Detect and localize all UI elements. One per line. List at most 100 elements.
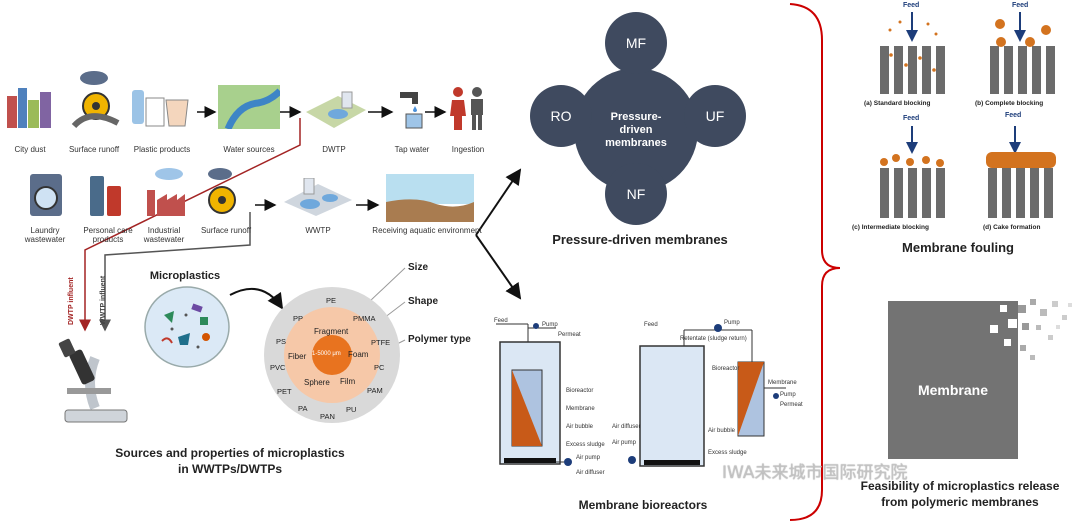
mbr-title: Membrane bioreactors bbox=[578, 498, 708, 512]
mbr2-pump: Pump bbox=[780, 392, 796, 398]
microplastic-properties-ring bbox=[264, 287, 400, 423]
label-personal-care: Personal care products bbox=[83, 226, 133, 244]
mbr2-pump-top: Pump bbox=[724, 320, 740, 326]
mbr1-feed: Feed bbox=[494, 318, 508, 324]
ring-polymer-pe: PE bbox=[326, 296, 337, 305]
city-dust-icon bbox=[7, 88, 51, 128]
water-sources-icon bbox=[218, 85, 280, 129]
ring-polymer-pet: PET bbox=[277, 387, 292, 396]
sources-title: Sources and properties of microplastics … bbox=[115, 446, 345, 476]
mbr2-air-bubble: Air bubble bbox=[708, 428, 736, 434]
aquatic-environment-icon bbox=[386, 174, 474, 222]
ring-polymer-pan: PAN bbox=[320, 412, 335, 421]
ro-node: RO bbox=[530, 85, 592, 147]
mbr2-bioreactor: Bioreactor bbox=[712, 366, 740, 372]
ring-polymer-pc: PC bbox=[374, 363, 385, 372]
ring-size-label: 1-5000 μm bbox=[312, 351, 341, 357]
wwtp-influent-line bbox=[99, 212, 251, 332]
label-city-dust: City dust bbox=[14, 145, 46, 154]
membrane-release-graphic bbox=[888, 299, 1072, 459]
caption-intermediate: (c) Intermediate blocking bbox=[852, 224, 929, 231]
mbr2-air-pump: Air pump bbox=[612, 440, 637, 446]
property-shape: Shape bbox=[408, 296, 439, 307]
watermark: IWA未来城市国际研究院 bbox=[722, 463, 908, 483]
fouling-intermediate-blocking bbox=[880, 126, 945, 218]
ring-shape-fiber: Fiber bbox=[288, 352, 307, 361]
label-surface-runoff-2: Surface runoff bbox=[200, 226, 252, 235]
leader-shape bbox=[383, 301, 406, 319]
mbr2-retentate: Retentate (sludge return) bbox=[680, 336, 747, 342]
mbr2-excess-sludge: Excess sludge bbox=[708, 450, 747, 456]
arrow-to-membranes bbox=[475, 168, 522, 236]
tap-water-icon bbox=[400, 92, 423, 129]
fouling-feed-a: Feed bbox=[903, 2, 920, 9]
fouling-complete-blocking bbox=[990, 12, 1055, 94]
caption-cake: (d) Cake formation bbox=[983, 224, 1041, 231]
label-water-sources: Water sources bbox=[223, 145, 275, 154]
fouling-feed-b: Feed bbox=[1012, 2, 1029, 9]
ring-shape-sphere: Sphere bbox=[304, 378, 330, 387]
mbr2-membrane: Membrane bbox=[768, 380, 797, 386]
label-aquatic: Receiving aquatic environment bbox=[372, 226, 482, 235]
rain-runoff-icon bbox=[71, 71, 120, 128]
membranes-title: Pressure-driven membranes bbox=[552, 232, 728, 247]
mf-node: MF bbox=[605, 12, 667, 74]
ring-polymer-pmma: PMMA bbox=[353, 314, 376, 323]
rain-runoff-icon bbox=[208, 168, 236, 214]
arrow-to-mbr bbox=[475, 234, 522, 300]
ring-polymer-pp: PP bbox=[293, 314, 304, 323]
people-icon bbox=[450, 87, 483, 130]
label-ingestion: Ingestion bbox=[451, 145, 485, 154]
fouling-feed-c: Feed bbox=[903, 115, 920, 122]
arrow-to-ring bbox=[229, 287, 284, 310]
microplastics-label: Microplastics bbox=[149, 270, 221, 282]
nf-node: NF bbox=[605, 163, 667, 225]
ring-polymer-ptfe: PTFE bbox=[371, 338, 391, 347]
personal-care-icon bbox=[90, 176, 121, 216]
mbr1-air-pump: Air pump bbox=[576, 455, 601, 461]
dwtp-icon bbox=[306, 91, 366, 128]
label-surface-runoff-1: Surface runoff bbox=[68, 145, 120, 154]
mbr-submerged-diagram bbox=[496, 323, 572, 466]
property-size: Size bbox=[408, 262, 429, 273]
mbr1-pump: Pump bbox=[542, 322, 558, 328]
ring-polymer-pa: PA bbox=[298, 404, 308, 413]
mbr2-air-diffuser: Air diffuser bbox=[612, 424, 641, 430]
ring-polymer-pam: PAM bbox=[367, 386, 383, 395]
membrane-label: Membrane bbox=[917, 382, 989, 398]
property-polymer: Polymer type bbox=[408, 334, 471, 345]
label-plastic-products: Plastic products bbox=[133, 145, 191, 154]
label-wwtp: WWTP bbox=[305, 226, 331, 235]
mbr2-permeat: Permeat bbox=[780, 402, 803, 408]
mbr1-air-bubble: Air bubble bbox=[566, 424, 594, 430]
ring-polymer-ps: PS bbox=[276, 337, 287, 346]
ring-shape-foam: Foam bbox=[348, 350, 369, 359]
wwtp-influent-label: WWTP influent bbox=[100, 275, 107, 325]
fouling-diagrams bbox=[880, 12, 1056, 218]
fouling-cake-formation bbox=[986, 126, 1056, 218]
fouling-standard-blocking bbox=[880, 12, 945, 94]
label-tap-water: Tap water bbox=[394, 145, 430, 154]
dwtp-influent-label: DWTP influent bbox=[68, 277, 75, 325]
ring-polymer-pu: PU bbox=[346, 405, 357, 414]
label-dwtp: DWTP bbox=[322, 145, 346, 154]
caption-complete: (b) Complete blocking bbox=[975, 100, 1044, 107]
mbr1-permeat: Permeat bbox=[558, 332, 581, 338]
mbr2-feed: Feed bbox=[644, 322, 658, 328]
mbr1-excess-sludge: Excess sludge bbox=[566, 442, 605, 448]
fouling-feed-d: Feed bbox=[1005, 112, 1022, 119]
release-title: Feasibility of microplastics release fro… bbox=[860, 479, 1060, 509]
ring-shape-film: Film bbox=[340, 377, 356, 386]
fouling-title: Membrane fouling bbox=[902, 240, 1014, 255]
washing-machine-icon bbox=[30, 174, 62, 216]
mbr-sidestream-diagram bbox=[628, 324, 786, 467]
mbr1-membrane: Membrane bbox=[566, 406, 595, 412]
label-industrial: Industrial wastewater bbox=[143, 226, 185, 244]
label-laundry: Laundry wastewater bbox=[24, 226, 66, 244]
microscope-icon bbox=[58, 338, 128, 423]
industrial-icon bbox=[147, 168, 185, 216]
plastic-products-icon bbox=[132, 90, 189, 127]
mbr1-bioreactor: Bioreactor bbox=[566, 388, 594, 394]
ring-shape-fragment: Fragment bbox=[314, 327, 349, 336]
